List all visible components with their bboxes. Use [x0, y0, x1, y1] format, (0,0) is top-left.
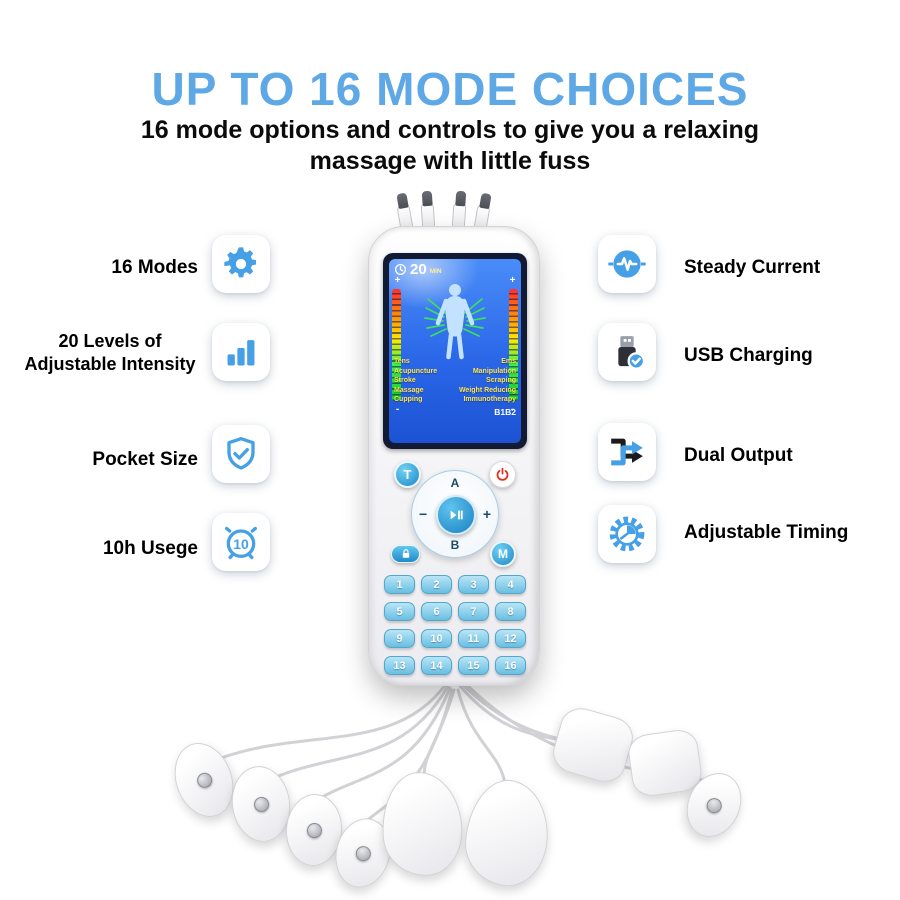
dual-output-icon	[611, 438, 643, 466]
feature-label-steady-current: Steady Current	[684, 257, 821, 278]
increase-button: +	[482, 506, 491, 522]
pad-snap-button	[305, 821, 323, 839]
pad-snap-button	[704, 795, 724, 815]
play-pause-button	[436, 495, 476, 535]
tens-device: 20 MIN + + - -	[368, 226, 540, 686]
play-pause-icon	[450, 510, 463, 520]
feature-icon-pocket-size	[212, 425, 270, 483]
feature-label-adjustable-timing: Adjustable Timing	[684, 522, 849, 543]
subtitle-line-2: massage with little fuss	[309, 147, 591, 175]
channel-indicator: B1B2	[494, 407, 516, 417]
channel-b-label: B	[450, 538, 460, 552]
intensity-bar-right	[509, 289, 518, 401]
mode-button-10: 10	[421, 629, 452, 648]
pad-snap-button	[353, 843, 373, 863]
mode-button-1: 1	[384, 575, 415, 594]
body-figure	[424, 284, 486, 360]
feature-icon-adjustable-timing	[598, 505, 656, 563]
pad-snap-button	[194, 770, 214, 790]
lock-icon	[402, 549, 409, 558]
feature-label-intensity-line1: 20 Levels of	[58, 331, 162, 351]
mode-button: M	[490, 541, 516, 567]
left-bar-minus: -	[395, 404, 400, 415]
screen-mode-list-left: Tens Acupuncture Stroke Massage Cupping	[394, 357, 454, 405]
mode-button-15: 15	[458, 656, 489, 675]
decrease-button: −	[419, 506, 428, 522]
feature-label-pocket-size: Pocket Size	[92, 449, 198, 470]
mode-button-13: 13	[384, 656, 415, 675]
electrode-wire	[204, 682, 448, 766]
mode-button-2: 2	[421, 575, 452, 594]
pad-snap-button	[252, 795, 270, 813]
mode-item: Manipulation	[472, 367, 516, 375]
left-bar-plus: +	[394, 275, 401, 286]
timer-value: 20	[410, 261, 427, 278]
feature-label-intensity-line2: Adjustable Intensity	[24, 353, 196, 374]
lock-button	[391, 545, 420, 563]
intensity-bars-icon	[227, 340, 255, 366]
feature-icon-steady-current	[598, 235, 656, 293]
mode-button-4: 4	[495, 575, 526, 594]
feature-label-intensity: 20 Levels of Adjustable Intensity	[20, 330, 200, 375]
mode-item: Immunotherapy	[463, 396, 516, 404]
feature-icon-16-modes	[212, 235, 270, 293]
steady-current-icon	[608, 250, 646, 278]
electrode-wire	[259, 684, 450, 786]
mode-button-9: 9	[384, 629, 415, 648]
adjustable-timing-icon	[609, 516, 645, 552]
timer-button: T	[394, 461, 421, 488]
intensity-bar-left	[392, 289, 401, 401]
electrode-wire	[312, 686, 452, 804]
page-title: UP TO 16 MODE CHOICES	[151, 63, 749, 115]
alarm-clock-icon: 10	[225, 526, 257, 560]
mode-item: Cupping	[394, 396, 423, 404]
mode-button-16: 16	[495, 656, 526, 675]
mode-item: Scraping	[486, 377, 516, 385]
power-button	[489, 461, 516, 488]
feature-label-usb-charging: USB Charging	[684, 345, 813, 366]
mode-button-3: 3	[458, 575, 489, 594]
screen-timer: 20 MIN	[394, 262, 442, 277]
screen-bezel: 20 MIN + + - -	[383, 253, 527, 449]
usb-icon	[618, 336, 646, 370]
clock-icon	[394, 263, 407, 276]
mode-button-11: 11	[458, 629, 489, 648]
feature-label-10h-usage: 10h Usege	[102, 538, 198, 559]
mode-item: Acupuncture	[394, 367, 438, 375]
device-screen: 20 MIN + + - -	[389, 259, 521, 443]
electrode-wire	[422, 688, 456, 780]
feature-label-16-modes: 16 Modes	[111, 257, 198, 278]
mode-item: Weight Reducing	[458, 386, 516, 394]
mode-item: Massage	[394, 386, 424, 394]
feature-icon-intensity	[212, 323, 270, 381]
alarm-clock-number: 10	[233, 536, 249, 552]
dpad: A B − +	[411, 470, 499, 558]
feature-label-dual-output: Dual Output	[684, 445, 793, 466]
channel-a-label: A	[450, 476, 460, 490]
mode-button-14: 14	[421, 656, 452, 675]
mode-item: Stroke	[394, 377, 416, 385]
screen-mode-list-right: Ems Manipulation Scraping Weight Reducin…	[456, 357, 516, 405]
mode-button-12: 12	[495, 629, 526, 648]
feature-icon-usb-charging	[598, 323, 656, 381]
subtitle-line-1: 16 mode options and controls to give you…	[140, 116, 760, 144]
mode-button-8: 8	[495, 602, 526, 621]
gear-icon	[224, 247, 256, 278]
power-icon	[496, 467, 509, 481]
mode-item: Tens	[394, 358, 410, 365]
feature-icon-10h-usage: 10	[212, 513, 270, 571]
number-pad: 1 2 3 4 5 6 7 8 9 10 11 12 13 14 15 16	[384, 575, 526, 675]
mode-item: Ems	[501, 358, 516, 365]
electrode-wire	[456, 688, 507, 786]
feature-icon-dual-output	[598, 423, 656, 481]
mode-button-7: 7	[458, 602, 489, 621]
right-bar-minus: -	[510, 404, 515, 415]
timer-unit: MIN	[429, 268, 442, 275]
mode-button-5: 5	[384, 602, 415, 621]
shield-check-icon	[227, 437, 255, 470]
right-bar-plus: +	[509, 275, 516, 286]
mode-button-6: 6	[421, 602, 452, 621]
